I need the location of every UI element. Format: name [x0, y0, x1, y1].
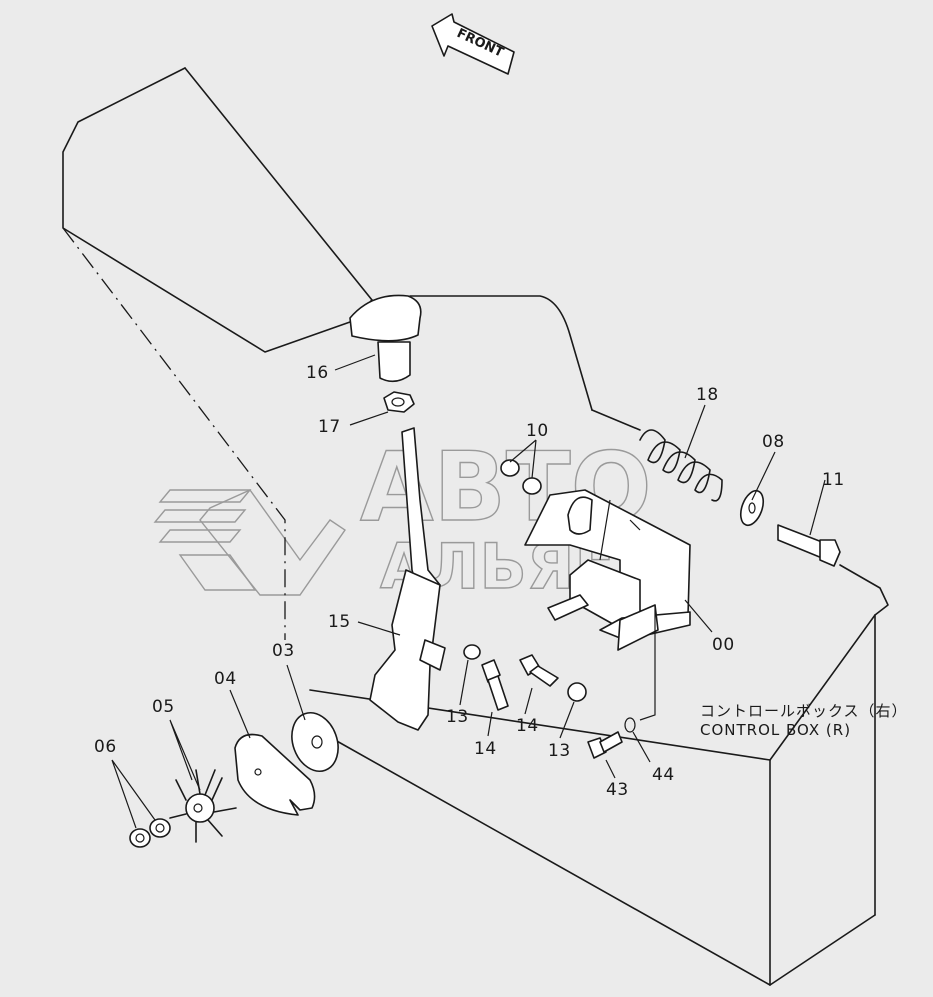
front-arrow: FRONT	[431, 13, 515, 75]
callout-15: 15	[328, 612, 351, 632]
callout-13a: 13	[446, 707, 469, 727]
bolt-part-11	[777, 524, 841, 567]
nuts-part-10	[500, 459, 542, 495]
washer-part-08	[739, 489, 765, 527]
callout-labels: 16 17 10 18 08 11 00 15 03 04 05 06 13 1…	[94, 363, 845, 800]
callout-14b: 14	[516, 716, 539, 736]
spring-part-18	[639, 429, 723, 502]
ring-part-44	[624, 717, 636, 733]
callout-17: 17	[318, 417, 341, 437]
nut-part-13a	[463, 644, 481, 660]
callout-04: 04	[214, 669, 237, 689]
callout-44: 44	[652, 765, 675, 785]
callout-13b: 13	[548, 741, 571, 761]
leader-lines	[111, 354, 826, 829]
callout-03: 03	[272, 641, 295, 661]
callout-11: 11	[822, 470, 845, 490]
lever-part-15	[369, 427, 446, 731]
callout-06: 06	[94, 737, 117, 757]
nuts-part-06	[129, 818, 171, 848]
plate-part-04	[234, 733, 316, 816]
bolt-part-43	[587, 731, 623, 759]
bolt-part-14a	[481, 659, 509, 711]
callout-00: 00	[712, 635, 735, 655]
caption-japanese: コントロールボックス（右）	[700, 702, 908, 720]
nut-part-17	[383, 391, 415, 413]
washer-part-03	[291, 712, 339, 772]
callout-43: 43	[606, 780, 629, 800]
callout-18: 18	[696, 385, 719, 405]
bracket-part-00	[524, 489, 691, 651]
star-washer-part-05	[169, 769, 237, 843]
callout-08: 08	[762, 432, 785, 452]
callout-16: 16	[306, 363, 329, 383]
callout-10: 10	[526, 421, 549, 441]
callout-05: 05	[152, 697, 175, 717]
caption-english: CONTROL BOX (R)	[700, 721, 851, 739]
nut-part-13b	[567, 682, 587, 702]
callout-14a: 14	[474, 739, 497, 759]
bolt-part-14b	[519, 654, 559, 687]
knob-part-16	[349, 294, 422, 383]
